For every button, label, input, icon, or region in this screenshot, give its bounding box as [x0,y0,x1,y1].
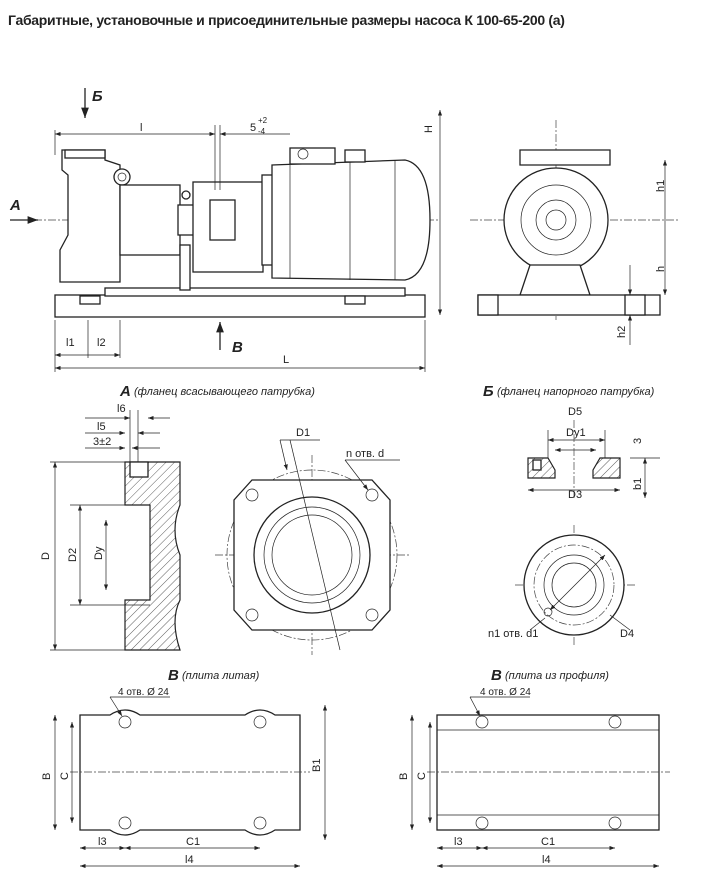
dim-D5: D5 [568,406,582,418]
section-b-caption: (фланец напорного патрубка) [497,386,655,398]
dim-l6: l6 [117,403,126,415]
dim-D2: D2 [67,548,79,562]
dim-C: C [59,772,71,780]
dim-h2: h2 [616,326,628,338]
dim-h: h [655,266,667,272]
section-a-caption: (фланец всасывающего патрубка) [134,386,315,398]
dim-b1: b1 [632,478,644,490]
dim-tol-down: -4 [258,127,266,136]
dim-C1: C1 [186,836,200,848]
view-a-label: А [9,197,21,214]
flange-holes-b: n1 отв. d1 [488,628,538,640]
discharge-flange-section [527,420,660,500]
dim-D1: D1 [296,427,310,439]
plate-profile-holes: 4 отв. Ø 24 [480,687,531,698]
dim-Dy1: Dy1 [566,427,586,439]
dim-B: B [41,773,53,780]
view-v-label: В [232,339,243,356]
pump-side-view [10,88,443,372]
plate-cast-holes: 4 отв. Ø 24 [118,687,169,698]
cast-plate-view [52,696,328,869]
flange-holes-a: n отв. d [346,448,384,460]
dim-Dy: Dy [93,546,105,560]
dim-h1: h1 [655,180,667,192]
dim-3: 3 [632,438,644,444]
plate-cast-letter: В [168,667,179,684]
dim-L: L [283,354,289,366]
pump-end-view [470,120,680,345]
dim-D: D [40,552,52,560]
dim-C1-profile: C1 [541,836,555,848]
dim-l3: l3 [98,836,107,848]
suction-flange-section [50,410,181,651]
section-b-letter: Б [483,383,494,400]
dim-gap: 3±2 [93,436,111,448]
dim-l2: l2 [97,337,106,349]
dim-l: l [140,122,142,134]
dim-tol-up: +2 [258,116,268,125]
section-a-letter: А [119,383,131,400]
dim-B-profile: B [398,773,410,780]
dim-l5: l5 [97,421,106,433]
dim-B1: B1 [311,759,323,772]
plate-cast-caption: (плита литая) [182,670,260,682]
dim-H: H [423,125,435,133]
plate-profile-caption: (плита из профиля) [505,670,609,682]
dim-l4: l4 [185,854,194,866]
dim-C-profile: C [416,772,428,780]
view-b-label: Б [92,88,103,105]
dim-D3: D3 [568,489,582,501]
dim-l4-profile: l4 [542,854,551,866]
suction-flange-front [215,439,410,655]
page-title: Габаритные, установочные и присоединител… [8,12,565,28]
discharge-flange-front [515,525,635,645]
dim-l1: l1 [66,337,75,349]
profile-plate-view [409,696,670,869]
plate-profile-letter: В [491,667,502,684]
dim-tol: 5 [250,122,256,134]
dim-D4: D4 [620,628,634,640]
dim-l3-profile: l3 [454,836,463,848]
